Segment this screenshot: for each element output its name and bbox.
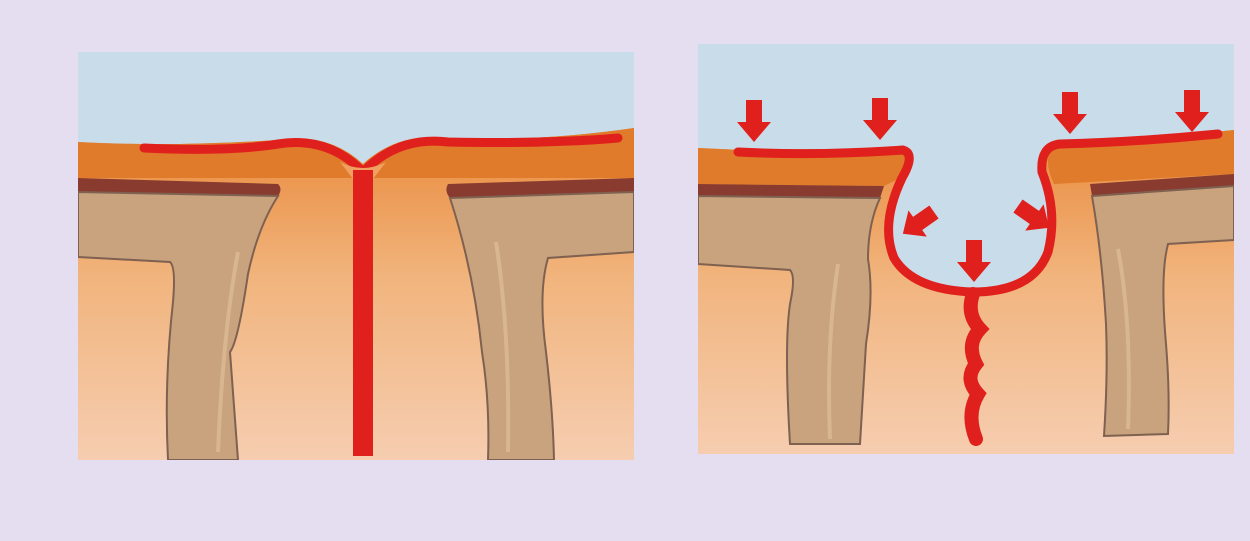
left-panel-diagram	[78, 52, 634, 460]
left-panel-svg	[78, 52, 634, 460]
right-panel-diagram	[698, 44, 1234, 454]
right-panel-svg	[698, 44, 1234, 454]
